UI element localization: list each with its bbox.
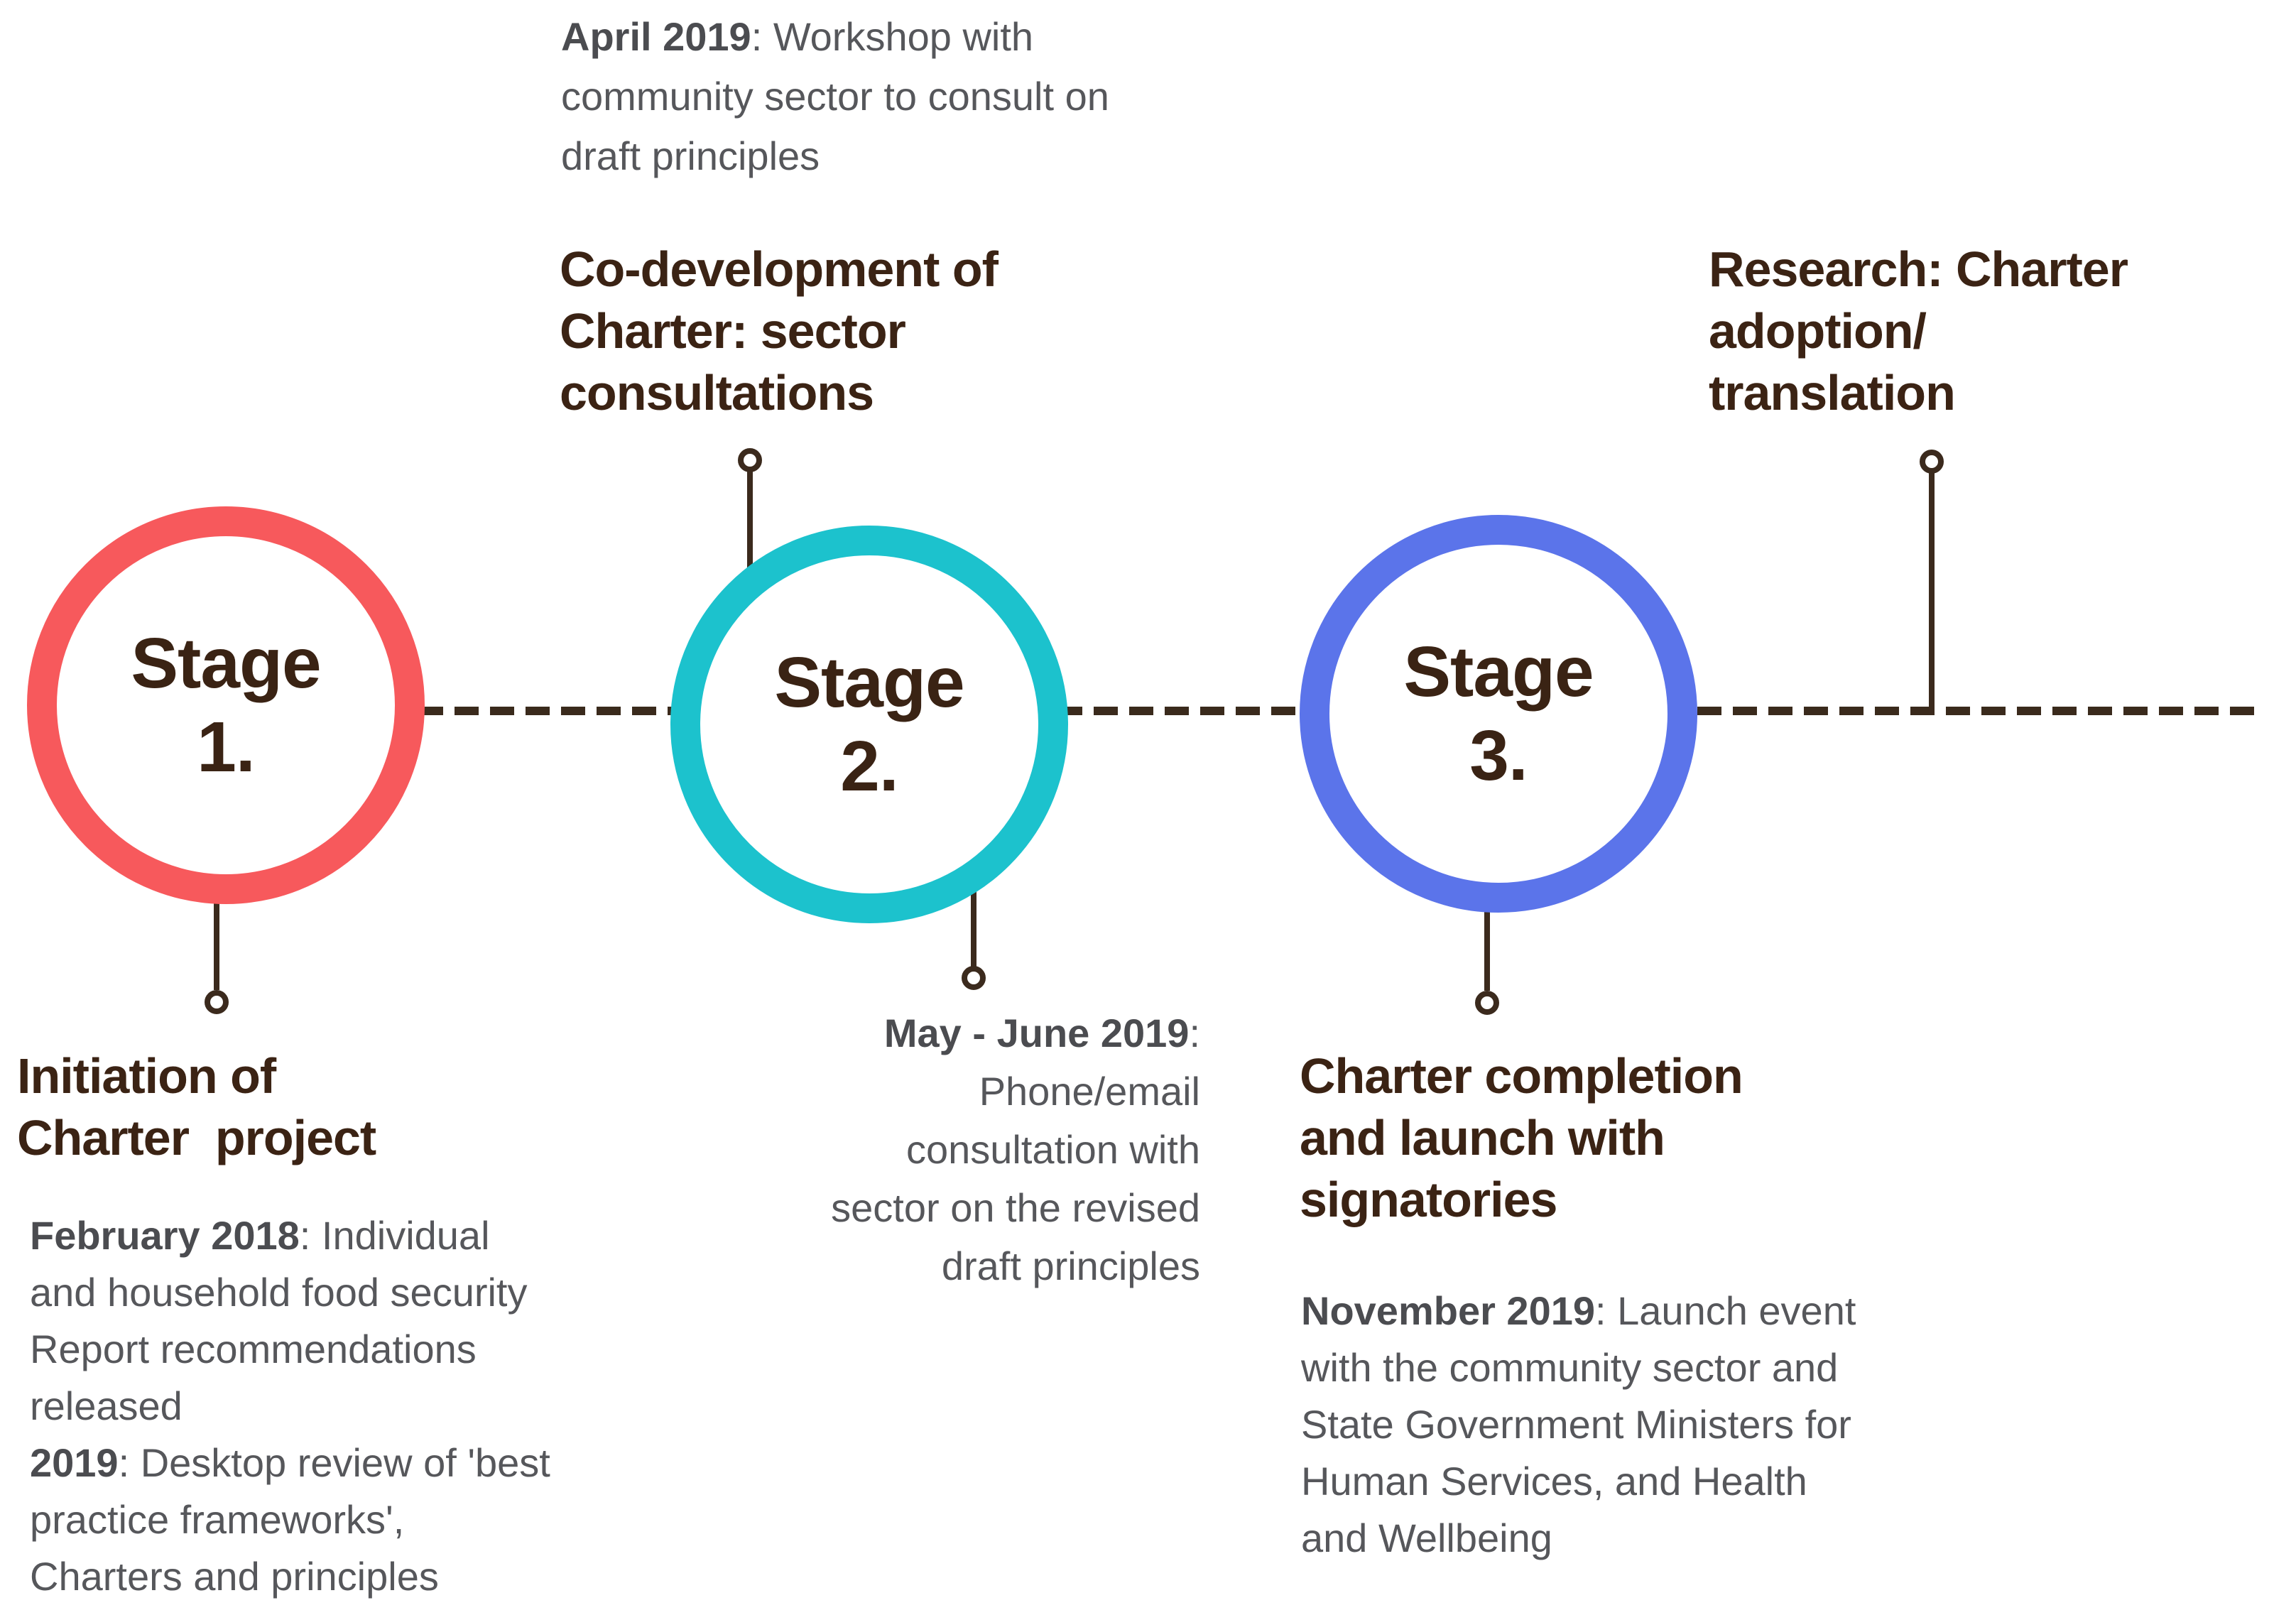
ring-marker-below-stage3	[1475, 991, 1499, 1015]
initiation-heading: Initiation of Charter project	[17, 1048, 376, 1165]
charter-completion-heading: Charter completion and launch with signa…	[1300, 1048, 1743, 1227]
stage3-circle: Stage 3.	[1300, 515, 1697, 913]
connector-line-research	[1929, 473, 1935, 714]
connector-line-below-stage2	[971, 863, 976, 967]
ring-marker-research	[1920, 450, 1944, 474]
stage2-circle: Stage 2.	[670, 526, 1068, 923]
ring-marker-above-stage2	[738, 448, 762, 472]
connector-line-below-stage1	[214, 881, 219, 990]
april-2019-note: April 2019: Workshop with community sect…	[561, 14, 1109, 178]
connector-line-below-stage3	[1484, 888, 1490, 991]
connector-line-above-stage2	[747, 472, 753, 582]
may-june-2019-note: May - June 2019: Phone/email consultatio…	[831, 1011, 1200, 1288]
stage2-label: Stage 2.	[774, 643, 964, 806]
february-2018-note: February 2018: Individual and household …	[30, 1213, 550, 1599]
ring-marker-below-stage1	[205, 990, 229, 1014]
november-2019-note: November 2019: Launch event with the com…	[1301, 1288, 1856, 1560]
stage3-label: Stage 3.	[1403, 632, 1594, 795]
research-heading: Research: Charter adoption/ translation	[1709, 241, 2128, 420]
stage1-label: Stage 1.	[131, 624, 321, 787]
ring-marker-below-stage2	[962, 966, 986, 990]
stage1-circle: Stage 1.	[27, 506, 425, 904]
codevelopment-heading: Co-development of Charter: sector consul…	[560, 241, 999, 420]
